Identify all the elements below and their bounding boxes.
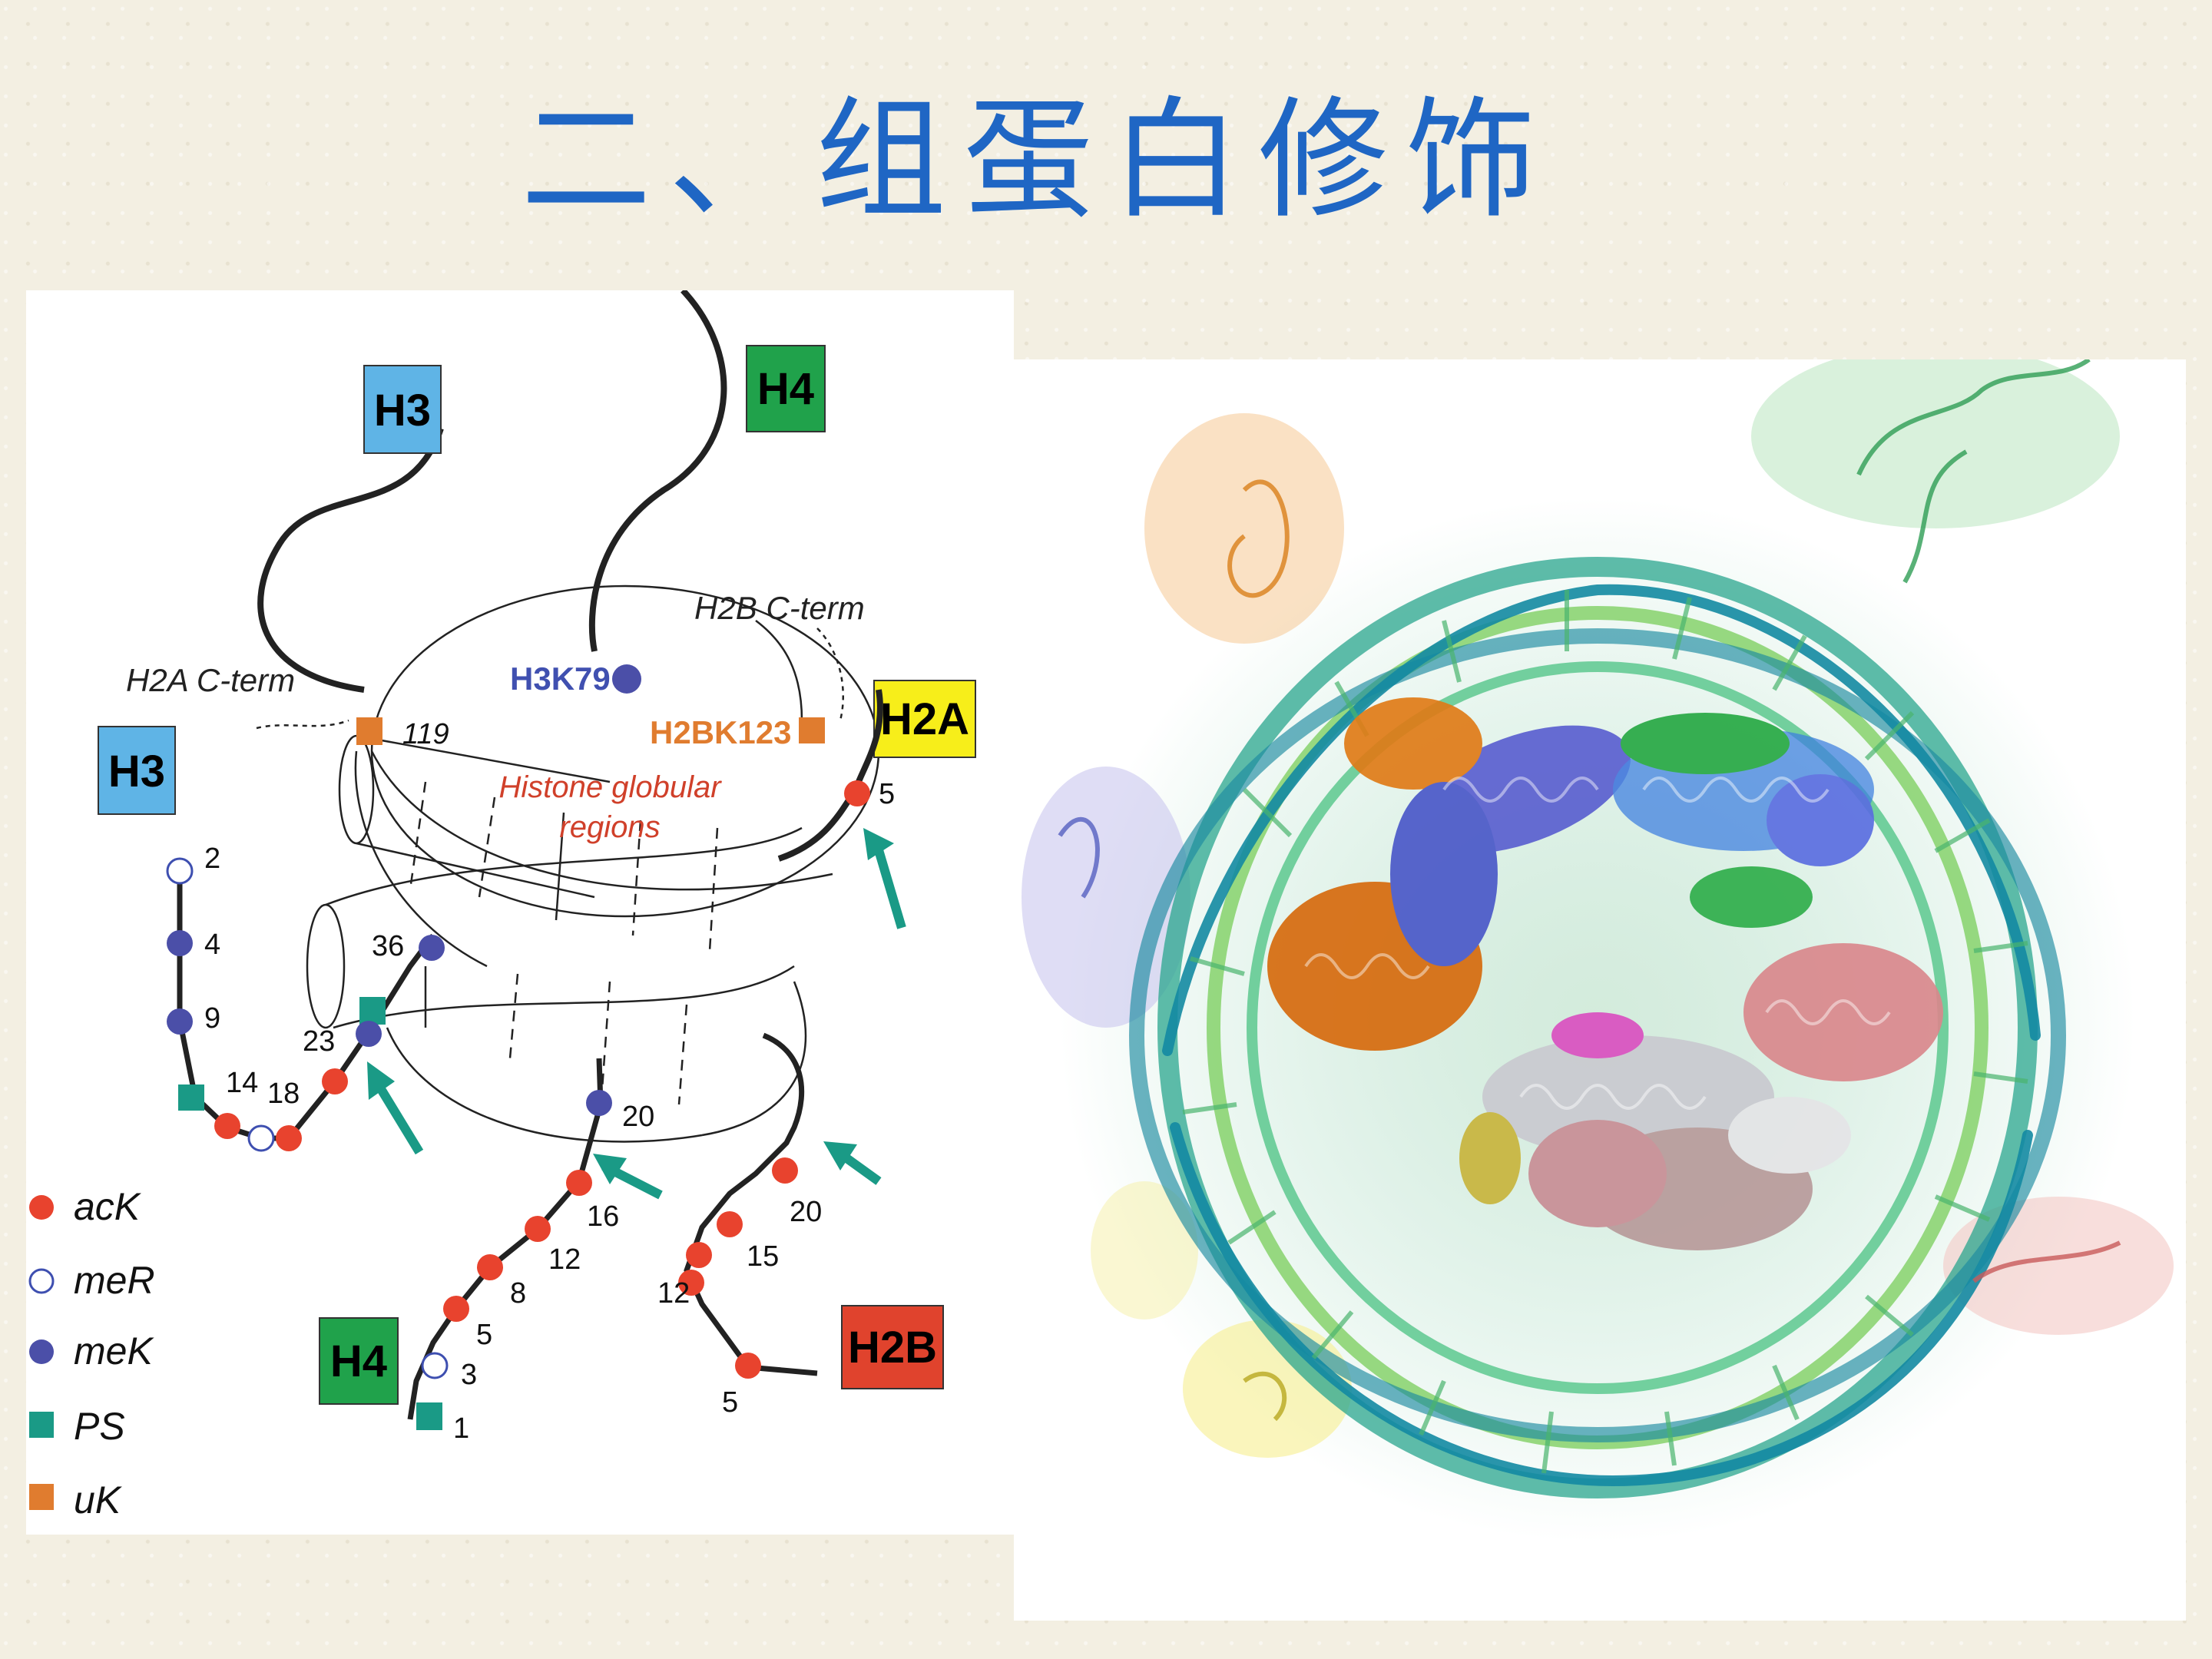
residue-h4-12: 12 [548, 1243, 581, 1276]
residue-h2b-12: 12 [657, 1277, 690, 1310]
legend-ack-label: acK [74, 1185, 142, 1228]
h2bk123-label: H2BK123 [650, 714, 791, 750]
slide-title: 二、组蛋白修饰 [0, 54, 2074, 243]
h3-k4-marker [167, 930, 193, 956]
h2bk123-marker [799, 717, 825, 743]
residue-1: 1 [453, 1412, 469, 1445]
h3k79-label: H3K79 [510, 661, 611, 697]
h4-k16-marker [566, 1170, 592, 1196]
h3-k23-marker [322, 1068, 348, 1094]
residue-8: 8 [510, 1277, 526, 1310]
h4-bottom-label: H4 [330, 1336, 387, 1386]
h3-top-tail [260, 429, 441, 690]
residue-h2b-5: 5 [722, 1386, 738, 1419]
legend-mek-label: meK [74, 1330, 154, 1373]
legend-uk-icon [29, 1484, 54, 1510]
h3k79-marker [612, 664, 641, 694]
residue-23: 23 [303, 1025, 335, 1058]
legend: acK meR meK PS uK [29, 1185, 155, 1522]
h4-k5-marker [443, 1296, 469, 1322]
nucleosome-structure-picture [1014, 359, 2186, 1621]
h3-k9-marker [167, 1008, 193, 1035]
residue-9: 9 [204, 1002, 220, 1035]
h3-k14-marker [214, 1113, 240, 1139]
residue-119: 119 [402, 718, 449, 750]
h4-k12-marker [525, 1216, 551, 1242]
residue-h4-5: 5 [476, 1319, 492, 1351]
h3-r2-marker [167, 859, 192, 883]
modification-arrows [367, 828, 902, 1195]
residue-36: 36 [372, 930, 404, 962]
h2b-cterm-label: H2B C-term [694, 590, 865, 626]
h3-tail-chain [180, 859, 433, 1138]
h3-left-label: H3 [108, 747, 165, 796]
legend-mek-icon [29, 1339, 54, 1364]
nucleosome-structure-image [1014, 359, 2186, 1621]
h2a-cterm-label: H2A C-term [126, 662, 295, 698]
h3-s28-marker [359, 997, 386, 1025]
h2b-k15-marker [686, 1242, 712, 1268]
legend-mer-icon [30, 1270, 53, 1293]
h3-r17-marker [249, 1126, 273, 1151]
residue-16: 16 [587, 1200, 619, 1233]
h3-k27-marker [356, 1021, 382, 1047]
histone-modification-diagram: H3 H4 H3 H2A H4 H2B H2A C-term H2B C-ter… [26, 290, 1014, 1535]
legend-uk-label: uK [74, 1479, 123, 1522]
h2b-k20-marker [772, 1157, 798, 1184]
h4-r3-marker [422, 1353, 447, 1378]
diagram-canvas: H3 H4 H3 H2A H4 H2B H2A C-term H2B C-ter… [26, 290, 1014, 1535]
globular-label-line2: regions [559, 810, 660, 844]
legend-ack-icon [29, 1195, 54, 1220]
legend-mer-label: meR [74, 1259, 155, 1302]
residue-3: 3 [461, 1359, 477, 1391]
h3-s10-marker [178, 1084, 204, 1111]
h2b-k16-marker [717, 1211, 743, 1237]
h4-k8-marker [477, 1254, 503, 1280]
globular-label-line1: Histone globular [498, 770, 722, 804]
h4-k20-marker [586, 1090, 612, 1116]
h2a-label: H2A [880, 694, 969, 744]
h3-k36-marker [419, 935, 445, 961]
h4-s1-marker [416, 1402, 442, 1430]
h2b-k5-marker [735, 1353, 761, 1379]
residue-4: 4 [204, 929, 220, 961]
residue-15: 15 [747, 1240, 779, 1273]
legend-ps-icon [29, 1412, 54, 1438]
residue-h2b-20: 20 [790, 1196, 822, 1228]
h2a-k5-marker [844, 780, 870, 806]
residue-14: 14 [226, 1067, 258, 1099]
h3-top-label: H3 [374, 386, 431, 435]
residue-h2a-5: 5 [879, 778, 895, 810]
h2b-label: H2B [848, 1323, 937, 1373]
residue-18: 18 [267, 1078, 300, 1110]
h3-k18-marker [276, 1125, 302, 1151]
residue-2: 2 [204, 843, 220, 875]
ubiquitination-site-119 [356, 717, 382, 745]
h4-top-label: H4 [757, 364, 814, 414]
legend-ps-label: PS [74, 1405, 125, 1448]
residue-h4-20: 20 [622, 1101, 654, 1133]
